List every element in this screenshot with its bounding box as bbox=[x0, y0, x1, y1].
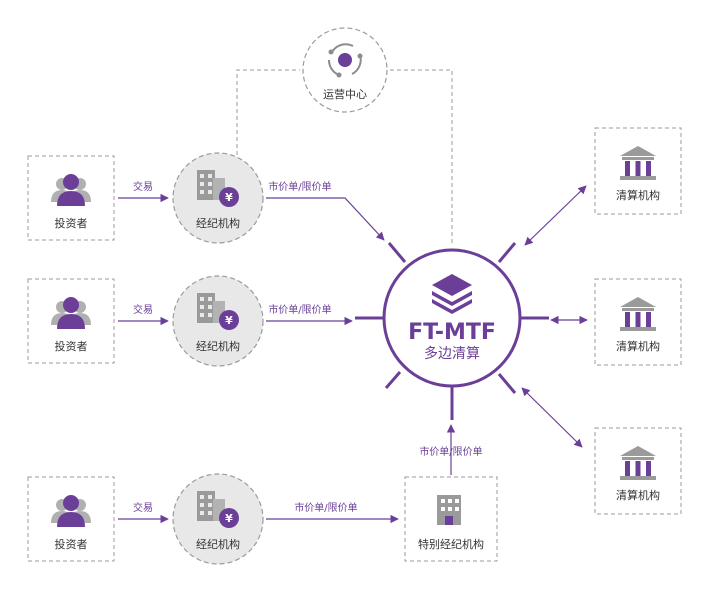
layers-icon bbox=[432, 274, 472, 314]
investor-label: 投资者 bbox=[55, 339, 88, 353]
clearing-node-3[interactable]: 清算机构 bbox=[594, 427, 682, 515]
hub-title: FT-MTF bbox=[408, 320, 496, 345]
special-order-label: 市价单/限价单 bbox=[419, 445, 482, 458]
order-label: 市价单/限价单 bbox=[268, 303, 331, 316]
broker-node-3[interactable]: ¥ 经纪机构 bbox=[172, 473, 264, 565]
clearing-label: 清算机构 bbox=[616, 488, 660, 502]
trade-label: 交易 bbox=[133, 180, 153, 193]
clearing-arrow-1 bbox=[524, 185, 587, 246]
trade-label: 交易 bbox=[133, 303, 153, 316]
broker-label: 经纪机构 bbox=[196, 537, 240, 551]
building-yen-icon: ¥ bbox=[197, 293, 239, 330]
broker-label: 经纪机构 bbox=[196, 216, 240, 230]
broker-node-1[interactable]: ¥ 经纪机构 bbox=[172, 152, 264, 244]
order-label: 市价单/限价单 bbox=[294, 501, 357, 514]
clearing-arrow-3 bbox=[521, 387, 583, 448]
svg-text:¥: ¥ bbox=[225, 191, 233, 204]
hub-subtitle: 多边清算 bbox=[424, 345, 480, 362]
hub-spokes bbox=[355, 242, 549, 420]
svg-text:¥: ¥ bbox=[225, 314, 233, 327]
central-hub[interactable]: FT-MTF 多边清算 bbox=[355, 242, 549, 420]
ops-connector bbox=[236, 69, 453, 245]
clearing-node-2[interactable]: 清算机构 bbox=[594, 278, 682, 366]
building-yen-icon: ¥ bbox=[197, 491, 239, 528]
broker-label: 经纪机构 bbox=[196, 339, 240, 353]
office-building-icon bbox=[437, 495, 461, 525]
bank-icon bbox=[620, 297, 656, 331]
building-yen-icon: ¥ bbox=[197, 170, 239, 207]
broker-node-2[interactable]: ¥ 经纪机构 bbox=[172, 275, 264, 367]
investor-icon bbox=[51, 297, 91, 329]
order-label: 市价单/限价单 bbox=[268, 180, 331, 193]
svg-text:¥: ¥ bbox=[225, 512, 233, 525]
investor-node-1[interactable]: 投资者 bbox=[27, 155, 115, 241]
ops-center-label: 运营中心 bbox=[323, 87, 367, 101]
trade-label: 交易 bbox=[133, 501, 153, 514]
investor-node-3[interactable]: 投资者 bbox=[27, 476, 115, 562]
bank-icon bbox=[620, 446, 656, 480]
cycle-icon bbox=[327, 43, 363, 78]
investor-label: 投资者 bbox=[55, 537, 88, 551]
clearing-label: 清算机构 bbox=[616, 188, 660, 202]
special-broker-label: 特别经纪机构 bbox=[418, 537, 484, 551]
bank-icon bbox=[620, 146, 656, 180]
special-broker-node[interactable]: 特别经纪机构 bbox=[404, 476, 498, 562]
investor-icon bbox=[51, 495, 91, 527]
clearing-label: 清算机构 bbox=[616, 339, 660, 353]
investor-node-2[interactable]: 投资者 bbox=[27, 278, 115, 364]
ops-center-node[interactable]: 运营中心 bbox=[302, 27, 388, 113]
investor-label: 投资者 bbox=[55, 216, 88, 230]
investor-icon bbox=[51, 174, 91, 206]
order-arrow-1 bbox=[266, 197, 385, 241]
clearing-node-1[interactable]: 清算机构 bbox=[594, 127, 682, 215]
